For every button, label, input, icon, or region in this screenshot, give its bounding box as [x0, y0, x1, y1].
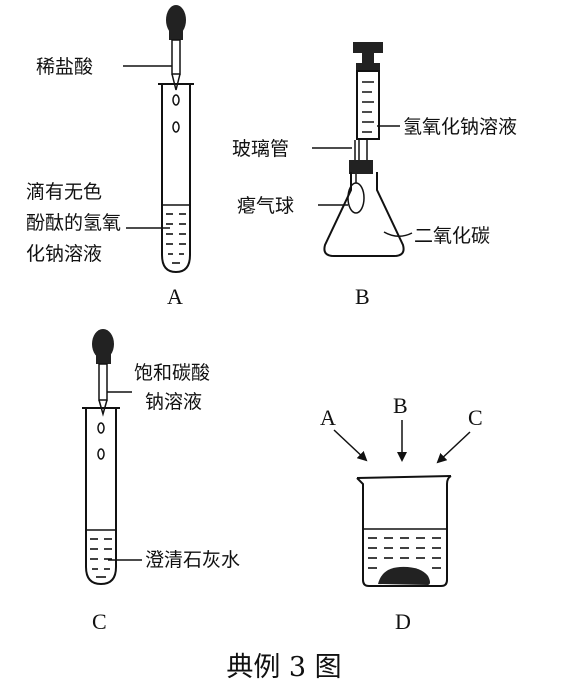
- panel-letter-c: C: [92, 609, 107, 634]
- conical-flask: [323, 172, 405, 257]
- label-sodium-carbonate-2: 钠溶液: [145, 391, 202, 413]
- beaker: [356, 475, 452, 587]
- arrow-label-b: B: [393, 393, 408, 418]
- precipitate: [378, 566, 430, 585]
- panel-a: 稀盐酸 滴有无色 酚酞的氢氧 化钠溶液 A: [26, 5, 194, 309]
- dropper-a: [166, 5, 186, 91]
- panel-letter-a: A: [167, 284, 183, 309]
- label-deflated-balloon: 瘪气球: [237, 195, 294, 217]
- panel-d: A B C D: [320, 393, 483, 634]
- label-phenolphthalein-3: 化钠溶液: [26, 243, 102, 265]
- liquid-c: [86, 529, 116, 578]
- label-phenolphthalein-1: 滴有无色: [26, 181, 102, 203]
- label-phenolphthalein-2: 酚酞的氢氧: [26, 212, 121, 234]
- panel-letter-b: B: [355, 284, 370, 309]
- panel-c: 饱和碳酸 钠溶液 澄清石灰水 C: [82, 329, 240, 634]
- test-tube-a: [161, 84, 191, 274]
- panel-b: 玻璃管 氢氧化钠溶液 瘪气球 二氧化碳 B: [232, 42, 517, 309]
- label-limewater: 澄清石灰水: [145, 549, 240, 571]
- label-naoh-solution: 氢氧化钠溶液: [403, 116, 517, 138]
- label-sodium-carbonate-1: 饱和碳酸: [134, 362, 210, 384]
- figure-caption: 典例 3 图: [226, 652, 341, 683]
- dropper-c: [92, 329, 114, 417]
- arrow-label-a: A: [320, 405, 336, 430]
- label-carbon-dioxide: 二氧化碳: [414, 225, 490, 247]
- label-glass-tube: 玻璃管: [232, 138, 289, 160]
- arrow-c: [436, 431, 471, 464]
- panel-letter-d: D: [395, 609, 411, 634]
- arrow-label-c: C: [468, 405, 483, 430]
- arrow-a: [333, 429, 368, 462]
- label-dilute-hcl: 稀盐酸: [36, 56, 93, 78]
- liquid-a: [162, 204, 190, 264]
- test-tube-c: [85, 408, 117, 586]
- liquid-d: [363, 528, 447, 569]
- stopper-b: [349, 160, 373, 174]
- syringe-b: [353, 42, 383, 160]
